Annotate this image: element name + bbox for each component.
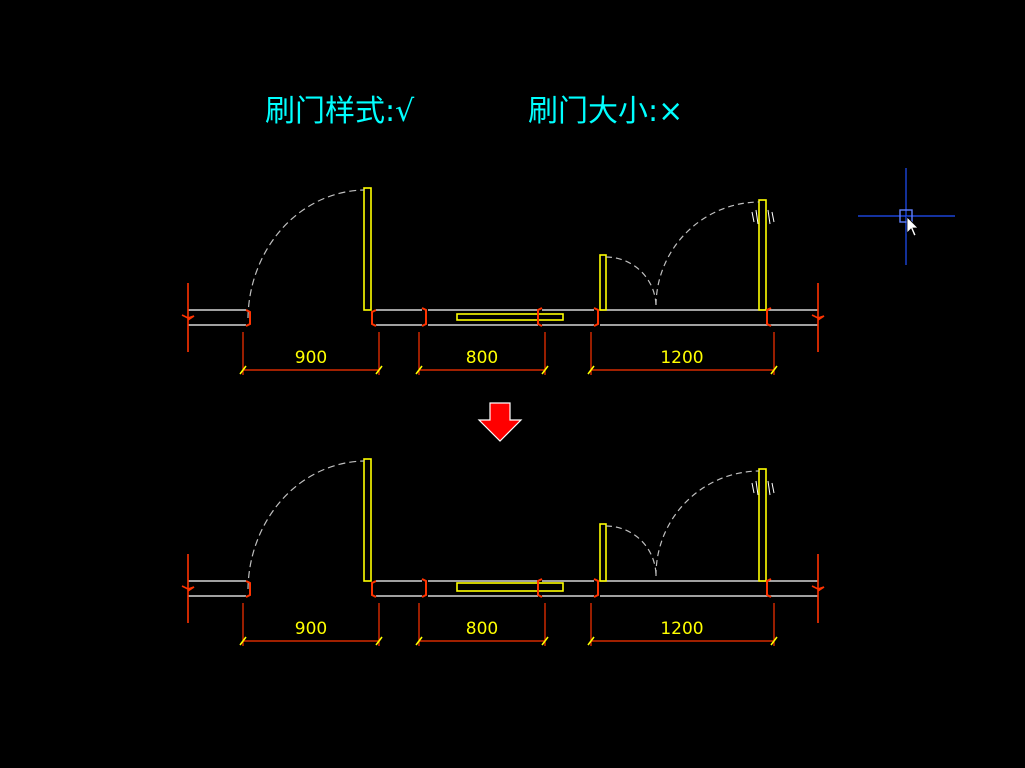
hinged-door-900 bbox=[247, 458, 372, 590]
sliding-door-800 bbox=[456, 582, 564, 592]
dimension-label: 1200 bbox=[660, 348, 703, 368]
down-arrow-icon bbox=[477, 402, 523, 442]
wall bbox=[188, 580, 818, 597]
door-frame-mark bbox=[245, 578, 772, 598]
wall-break-mark bbox=[181, 554, 825, 623]
dimension-lines bbox=[242, 603, 775, 646]
wall bbox=[188, 309, 818, 326]
dimension-label: 1200 bbox=[660, 619, 703, 639]
dimension-label: 900 bbox=[295, 348, 327, 368]
door-style-label: 刷门样式:√ bbox=[265, 94, 415, 129]
wall-break-mark bbox=[181, 283, 825, 352]
hinged-door-900 bbox=[247, 187, 372, 319]
double-door-1200 bbox=[599, 199, 775, 311]
dimension-ticks bbox=[239, 365, 778, 375]
dimension-ticks bbox=[239, 636, 778, 646]
sliding-door-800 bbox=[456, 313, 564, 321]
dimension-label: 900 bbox=[295, 619, 327, 639]
door-frame-mark bbox=[245, 307, 772, 327]
heading: 刷门样式:√ 刷门大小:× bbox=[0, 86, 1025, 134]
dimension-label: 800 bbox=[466, 619, 498, 639]
floor-plan-before: 900 800 1200 bbox=[181, 187, 825, 375]
double-door-1200 bbox=[599, 468, 775, 582]
dimension-label: 800 bbox=[466, 348, 498, 368]
door-size-label: 刷门大小:× bbox=[528, 94, 684, 129]
crosshair-cursor-icon bbox=[858, 168, 955, 265]
dimension-lines bbox=[242, 332, 775, 375]
floor-plan-after: 900 800 1200 bbox=[181, 458, 825, 646]
